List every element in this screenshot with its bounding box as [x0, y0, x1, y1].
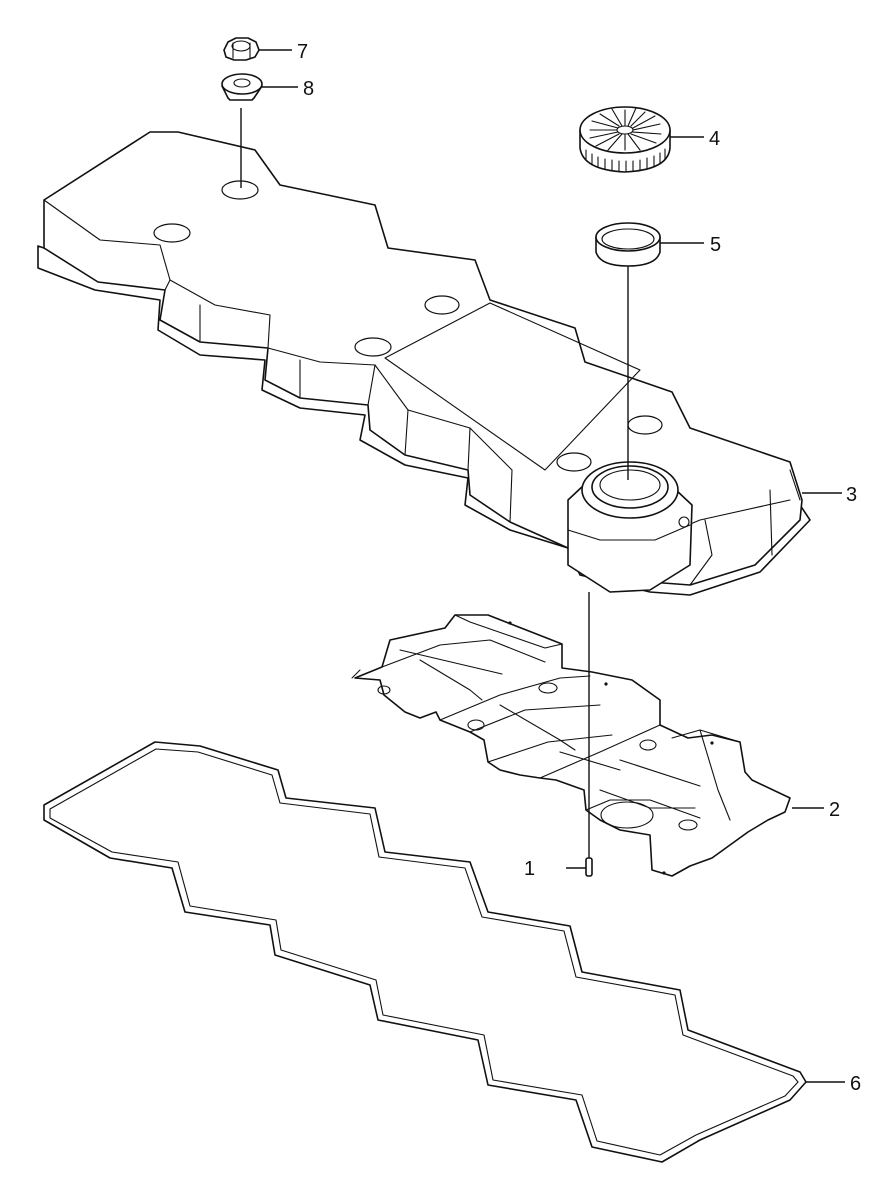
callout-3: 3 [846, 484, 857, 506]
callout-8: 8 [303, 78, 314, 100]
part-4-filler-cap [579, 106, 671, 173]
callout-labels: 1 2 3 4 5 6 7 8 [297, 41, 861, 1095]
callout-2: 2 [829, 799, 840, 821]
part-3-valve-cover [37, 131, 811, 596]
part-1-pin [585, 857, 593, 877]
part-7-nut [223, 37, 260, 61]
callout-4: 4 [709, 128, 720, 150]
part-8-grommet [221, 73, 263, 101]
callout-leaders [259, 49, 845, 1083]
callout-7: 7 [297, 41, 308, 63]
callout-6: 6 [850, 1073, 861, 1095]
callout-5: 5 [710, 234, 721, 256]
assembly-lines [240, 108, 629, 858]
callout-1: 1 [524, 858, 535, 880]
part-5-seal-ring [595, 222, 661, 267]
part-2-baffle-plate [351, 614, 791, 877]
